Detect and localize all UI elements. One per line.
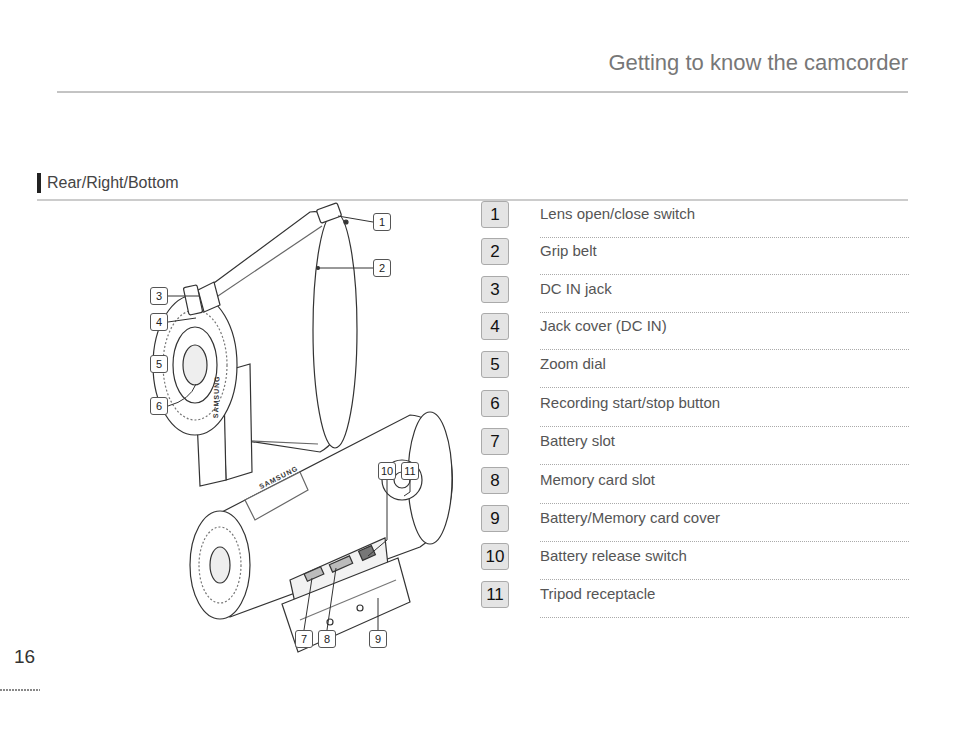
legend-row: 1 Lens open/close switch <box>481 201 909 227</box>
part-name: Tripod receptacle <box>540 585 910 602</box>
legend-row: 9 Battery/Memory card cover <box>481 505 909 531</box>
part-name: Recording start/stop button <box>540 394 910 411</box>
callout-box: 8 <box>318 630 336 648</box>
callout-number: 7 <box>481 428 509 455</box>
legend-row: 4 Jack cover (DC IN) <box>481 313 909 339</box>
legend-row: 7 Battery slot <box>481 428 909 454</box>
callout-number: 6 <box>481 390 509 417</box>
callout-box: 3 <box>150 287 168 305</box>
legend-row: 3 DC IN jack <box>481 276 909 302</box>
callout-box: 1 <box>373 213 391 231</box>
page-header: Getting to know the camcorder <box>608 50 908 76</box>
legend-row: 8 Memory card slot <box>481 467 909 493</box>
callout-number: 3 <box>481 276 509 303</box>
legend-row: 6 Recording start/stop button <box>481 390 909 416</box>
callout-box: 4 <box>150 313 168 331</box>
callout-number: 8 <box>481 467 509 494</box>
callout-box: 11 <box>401 462 419 480</box>
part-name: Zoom dial <box>540 355 910 372</box>
callout-number: 10 <box>379 463 395 479</box>
callout-number: 7 <box>296 631 312 647</box>
part-name: DC IN jack <box>540 280 910 297</box>
brand-text: SAMSUNG <box>212 375 220 418</box>
callout-number: 9 <box>370 631 386 647</box>
callout-number: 5 <box>481 351 509 378</box>
callout-number: 5 <box>151 356 167 372</box>
callout-number: 4 <box>481 313 509 340</box>
callout-box: 7 <box>295 630 313 648</box>
callout-number: 2 <box>374 260 390 276</box>
callout-number: 1 <box>481 201 509 228</box>
callout-box: 10 <box>378 462 396 480</box>
callout-box: 6 <box>150 397 168 415</box>
part-name: Memory card slot <box>540 471 910 488</box>
callout-number: 6 <box>151 398 167 414</box>
callout-number: 3 <box>151 288 167 304</box>
page-number: 16 <box>14 646 35 668</box>
callout-number: 1 <box>374 214 390 230</box>
legend-row: 11 Tripod receptacle <box>481 581 909 607</box>
callout-box: 9 <box>369 630 387 648</box>
callout-number: 11 <box>402 463 418 479</box>
brand-text: SAMSUNG <box>258 465 299 491</box>
legend-row: 10 Battery release switch <box>481 543 909 569</box>
part-name: Battery release switch <box>540 547 910 564</box>
callout-number: 2 <box>481 238 509 265</box>
part-name: Jack cover (DC IN) <box>540 317 910 334</box>
section-heading: Rear/Right/Bottom <box>47 174 179 192</box>
callout-box: 5 <box>150 355 168 373</box>
part-name: Lens open/close switch <box>540 205 910 222</box>
callout-box: 2 <box>373 259 391 277</box>
callout-number: 4 <box>151 314 167 330</box>
callout-number: 11 <box>481 581 509 608</box>
legend-row: 2 Grip belt <box>481 238 909 264</box>
part-name: Battery slot <box>540 432 910 449</box>
callout-number: 9 <box>481 505 509 532</box>
part-name: Battery/Memory card cover <box>540 509 910 526</box>
callout-number: 10 <box>481 543 509 570</box>
legend-row: 5 Zoom dial <box>481 351 909 377</box>
callout-number: 8 <box>319 631 335 647</box>
part-name: Grip belt <box>540 242 910 259</box>
